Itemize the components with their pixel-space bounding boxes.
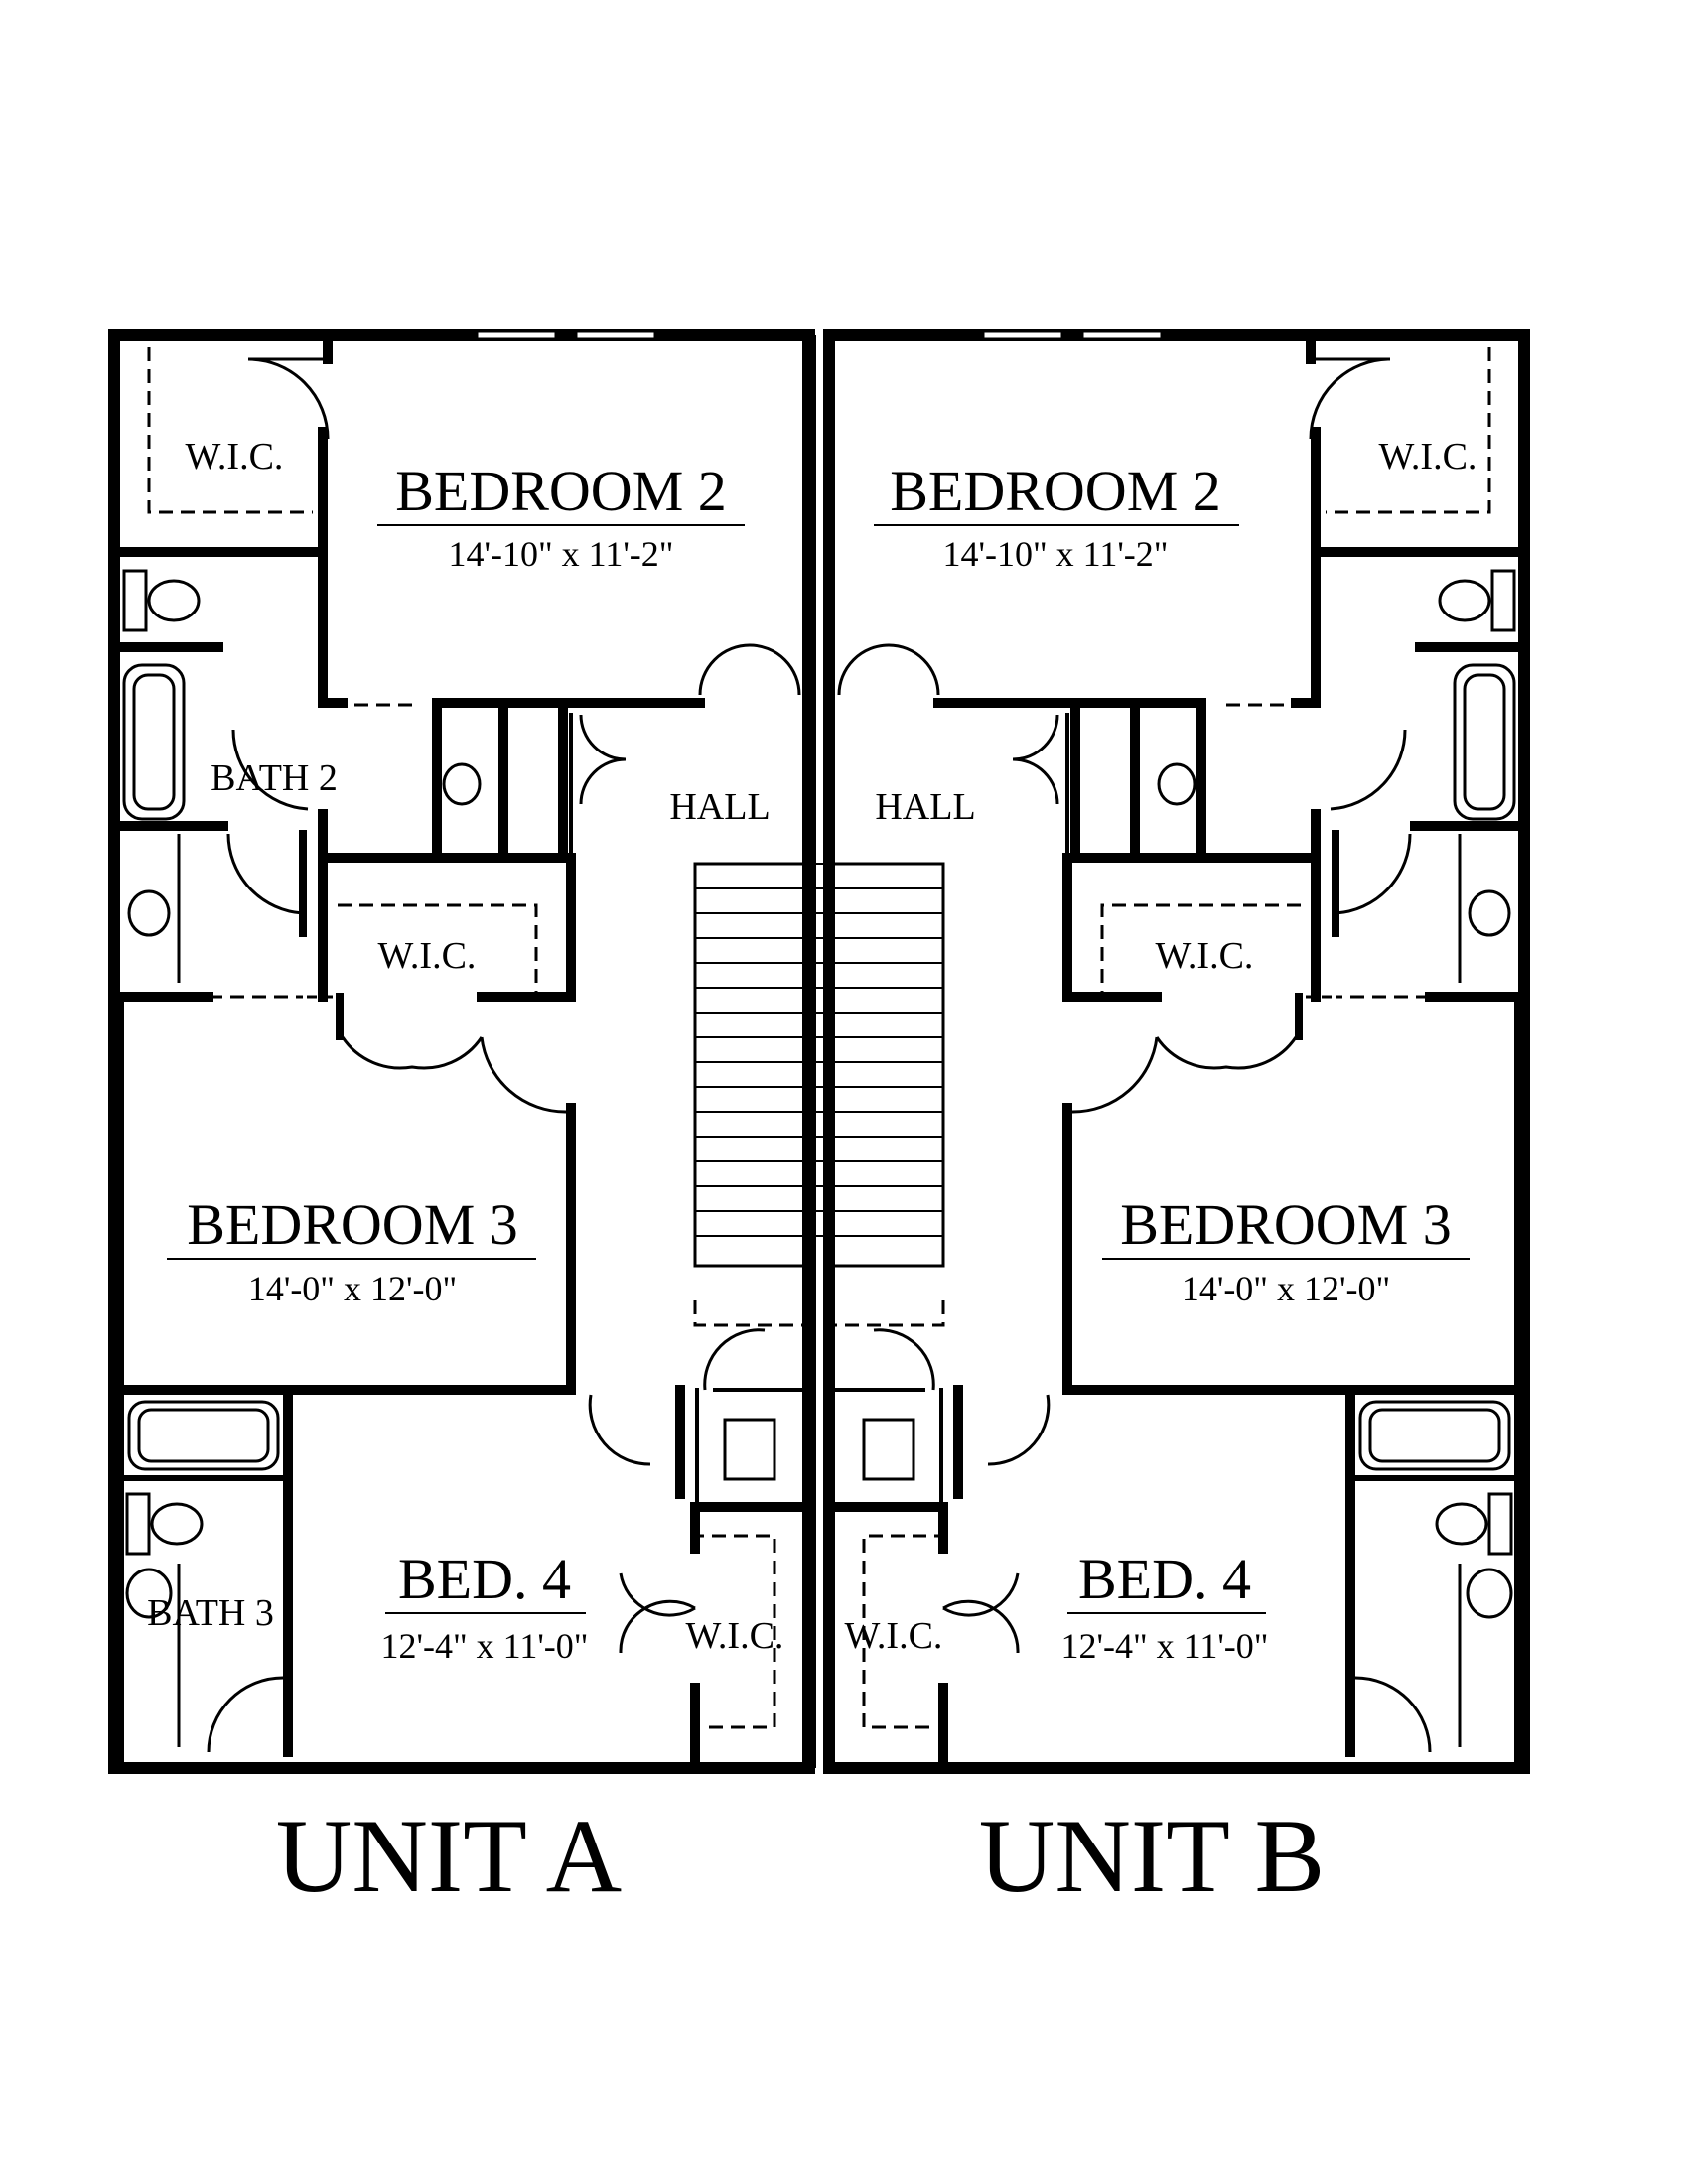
unit-a-hall-label: HALL — [669, 786, 770, 828]
unit-b-fixtures — [700, 329, 1516, 1753]
unit-a-bedroom-2-label: BEDROOM 2 — [395, 459, 727, 523]
unit-b-title: UNIT B — [979, 1798, 1325, 1914]
unit-b-wic-top-label: W.I.C. — [1379, 436, 1477, 478]
unit-a-wic-mid-label: W.I.C. — [378, 935, 477, 977]
unit-b-bed-4-label: BED. 4 — [1078, 1547, 1251, 1611]
unit-b-bedroom-3-label: BEDROOM 3 — [1120, 1192, 1452, 1257]
unit-a-bedroom-3-label: BEDROOM 3 — [187, 1192, 518, 1257]
unit-b-wic-mid-label: W.I.C. — [1156, 935, 1254, 977]
unit-a-bed-4-label: BED. 4 — [398, 1547, 571, 1611]
unit-a-wic-top-label: W.I.C. — [186, 436, 284, 478]
unit-a-bedroom-2-dims: 14'-10" x 11'-2" — [448, 534, 673, 574]
unit-a-wic-bottom-label: W.I.C. — [686, 1615, 784, 1657]
unit-b-wic-bottom-label: W.I.C. — [845, 1615, 943, 1657]
unit-a-title: UNIT A — [276, 1798, 622, 1914]
unit-a-bedroom-3-dims: 14'-0" x 12'-0" — [248, 1269, 457, 1308]
unit-b-hall-label: HALL — [875, 786, 975, 828]
unit-a-labels: BEDROOM 2 14'-10" x 11'-2" W.I.C. BATH 2… — [147, 436, 783, 1914]
unit-b-bedroom-3-dims: 14'-0" x 12'-0" — [1182, 1269, 1390, 1308]
unit-a-bed-4-dims: 12'-4" x 11'-0" — [380, 1626, 588, 1666]
unit-a-fixtures — [122, 329, 938, 1753]
unit-a-stairs — [693, 862, 811, 1268]
unit-b-stairs — [827, 862, 945, 1268]
stair-treads — [695, 335, 943, 1768]
unit-b-bedroom-2-label: BEDROOM 2 — [890, 459, 1221, 523]
unit-a-bath-3-label: BATH 3 — [147, 1592, 274, 1634]
unit-b-bedroom-2-dims: 14'-10" x 11'-2" — [942, 534, 1168, 574]
unit-a-bath-2-label: BATH 2 — [211, 757, 338, 799]
unit-b-plan — [700, 329, 1530, 1774]
unit-a-plan — [108, 329, 938, 1774]
unit-b-bed-4-dims: 12'-4" x 11'-0" — [1060, 1626, 1268, 1666]
unit-b-labels: BEDROOM 2 14'-10" x 11'-2" W.I.C. HALL W… — [845, 436, 1477, 1914]
